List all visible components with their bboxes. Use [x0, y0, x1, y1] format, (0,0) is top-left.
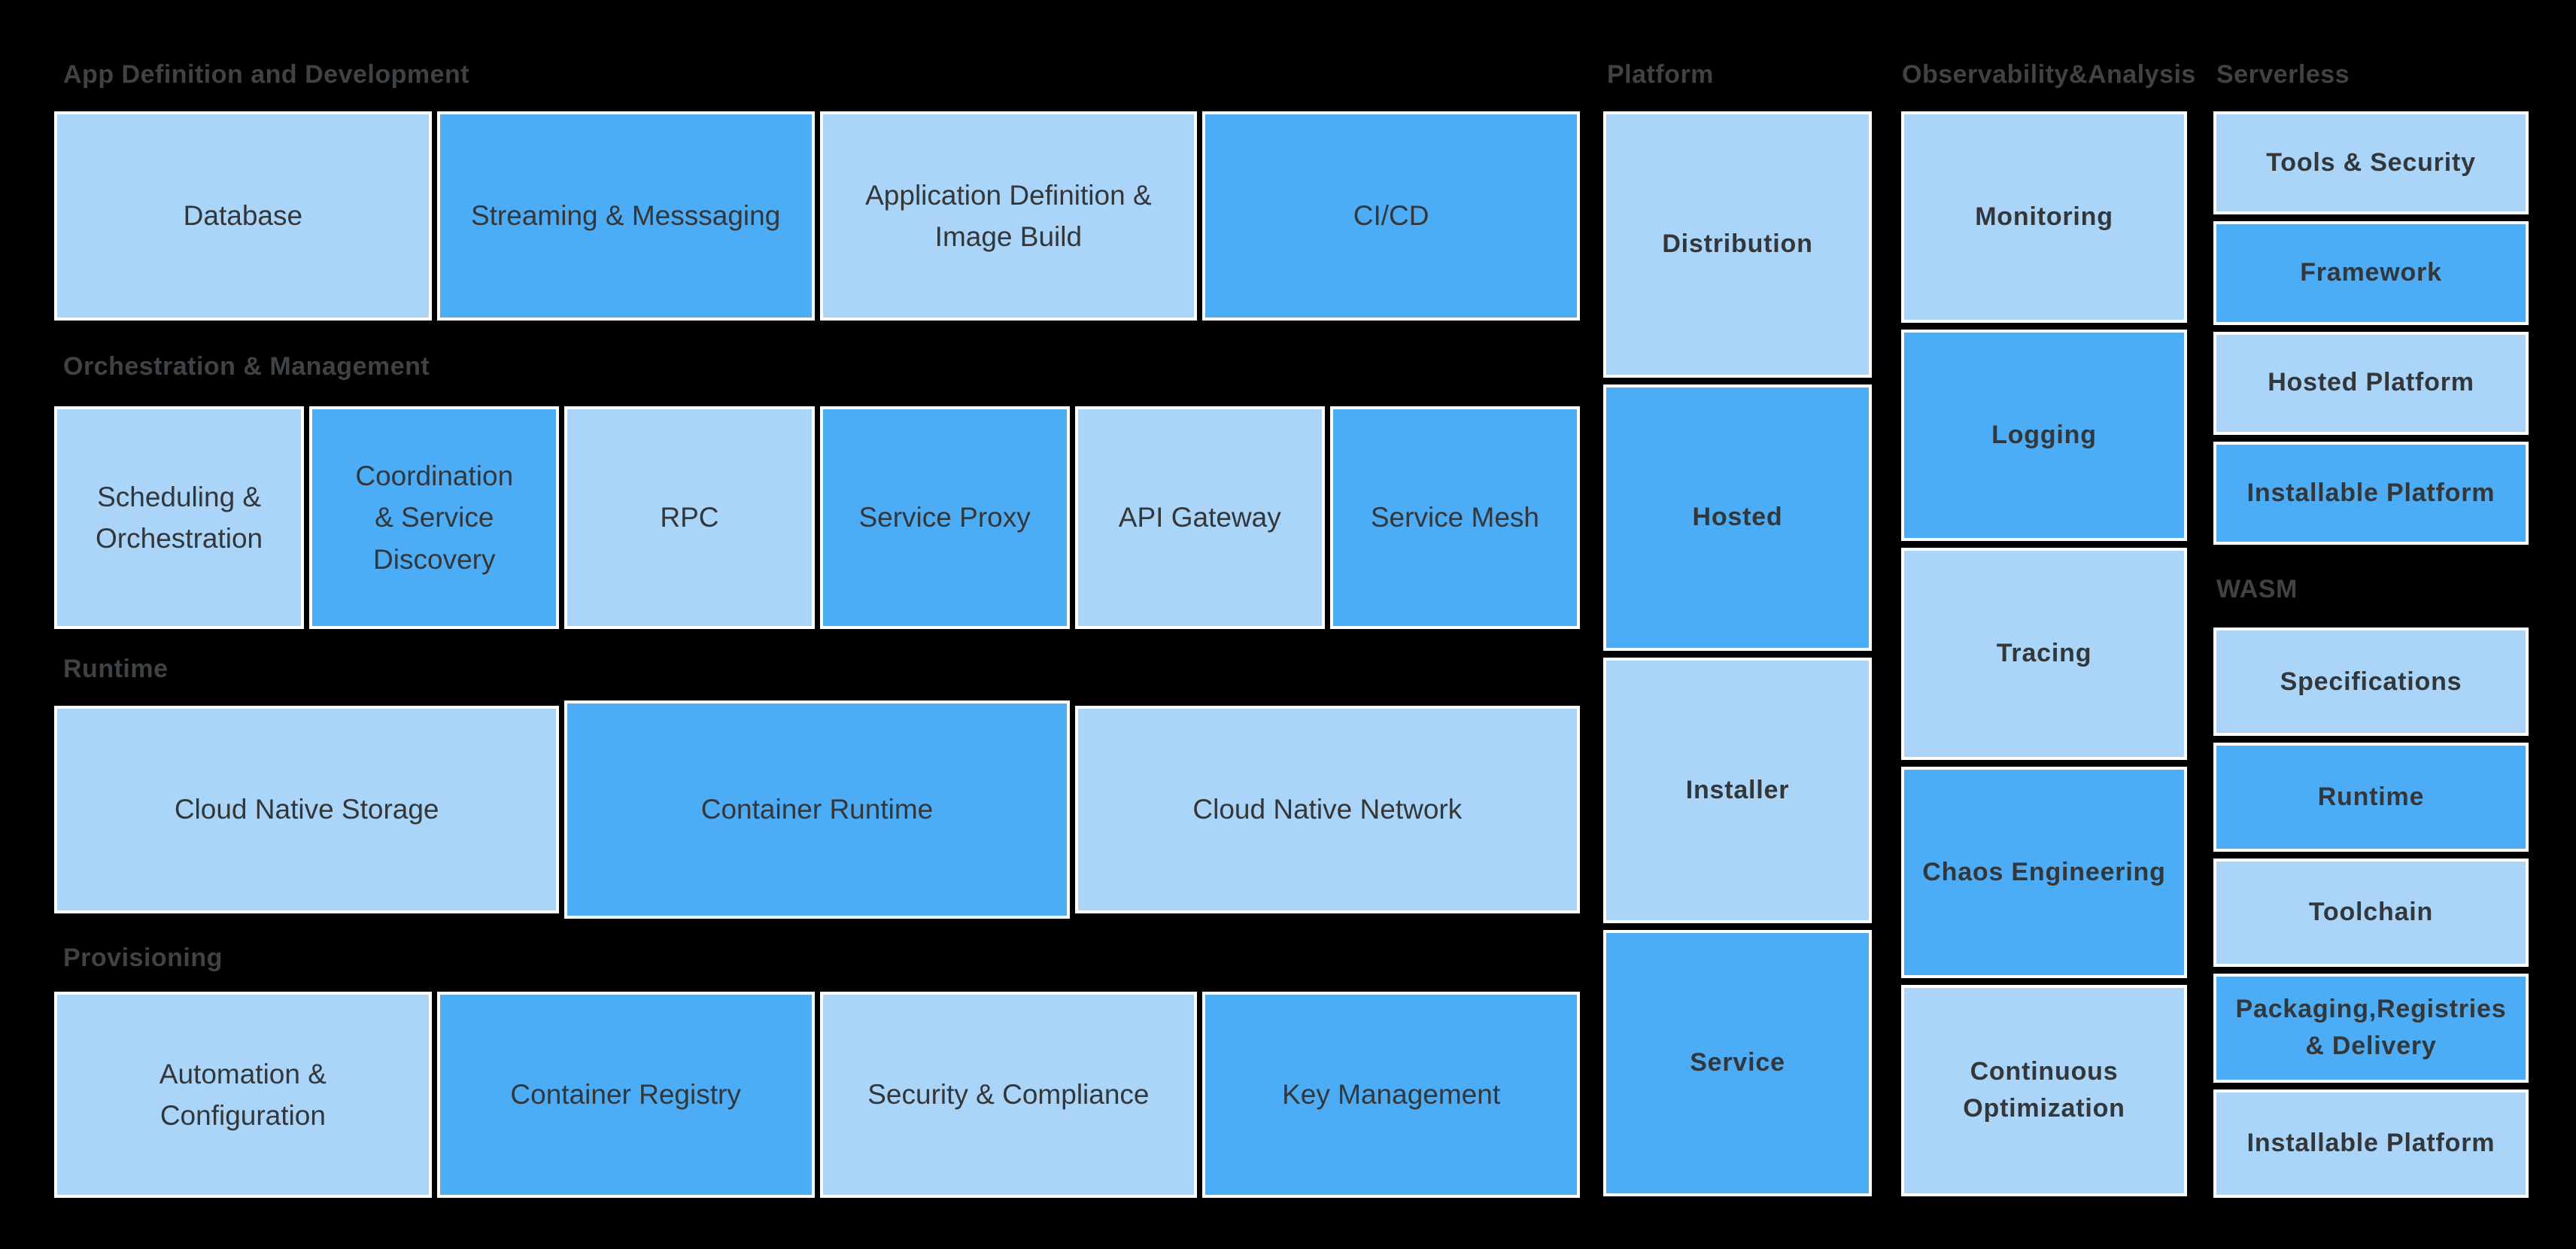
category-label: Toolchain — [2308, 898, 2434, 927]
category-label: Distribution — [1662, 229, 1813, 259]
column-observability-analysis: Monitoring Logging Tracing Chaos Enginee… — [1901, 111, 2187, 1197]
section-title-runtime: Runtime — [63, 655, 169, 683]
category-box-rpc: RPC — [564, 406, 815, 629]
category-box-chaos-engineering: Chaos Engineering — [1901, 766, 2187, 978]
category-box-service: Service — [1603, 930, 1872, 1196]
category-label: Service Mesh — [1370, 502, 1540, 533]
category-label: Service Proxy — [858, 502, 1031, 533]
category-box-service-mesh: Service Mesh — [1329, 406, 1581, 629]
category-label: Runtime — [2317, 782, 2425, 811]
category-label: Tools & Security — [2266, 147, 2476, 177]
category-box-packaging-registries-delivery: Packaging,Registries & Delivery — [2213, 974, 2529, 1083]
category-label: Automation & Configuration — [159, 1058, 327, 1132]
category-box-api-gateway: API Gateway — [1074, 406, 1325, 629]
category-label: Database — [183, 200, 303, 232]
section-title-orchestration-management: Orchestration & Management — [63, 352, 430, 381]
section-row-runtime: Cloud Native Storage Container Runtime C… — [54, 700, 1580, 919]
category-label: Service — [1690, 1048, 1785, 1077]
category-label: Specifications — [2280, 667, 2462, 696]
category-box-coordination-service-discovery: Coordination & Service Discovery — [309, 406, 560, 629]
category-box-wasm-runtime: Runtime — [2213, 743, 2529, 852]
section-row-provisioning: Automation & Configuration Container Reg… — [54, 992, 1580, 1198]
category-box-scheduling-orchestration: Scheduling & Orchestration — [54, 406, 305, 629]
category-label: RPC — [660, 502, 719, 533]
category-box-streaming-messaging: Streaming & Messsaging — [436, 111, 815, 321]
category-label: Container Runtime — [700, 794, 934, 825]
column-title-wasm: WASM — [2216, 575, 2298, 603]
column-serverless: Tools & Security Framework Hosted Platfo… — [2213, 111, 2529, 545]
category-box-installer: Installer — [1603, 657, 1872, 924]
category-box-toolchain: Toolchain — [2213, 858, 2529, 968]
category-box-hosted: Hosted — [1603, 384, 1872, 651]
section-row-app-definition: Database Streaming & Messsaging Applicat… — [54, 111, 1580, 321]
section-row-orchestration-management: Scheduling & Orchestration Coordination … — [54, 406, 1581, 629]
category-label: CI/CD — [1353, 200, 1429, 232]
category-label: Scheduling & Orchestration — [96, 481, 263, 555]
category-box-container-registry: Container Registry — [436, 992, 815, 1198]
section-title-provisioning: Provisioning — [63, 944, 223, 972]
category-box-tools-security: Tools & Security — [2213, 111, 2529, 215]
category-label: Installable Platform — [2246, 478, 2496, 507]
category-box-installable-platform-wasm: Installable Platform — [2213, 1089, 2529, 1199]
category-label: Monitoring — [1975, 202, 2113, 231]
category-box-application-definition-image-build: Application Definition & Image Build — [819, 111, 1198, 321]
section-title-app-definition-and-development: App Definition and Development — [63, 60, 470, 89]
category-box-cloud-native-network: Cloud Native Network — [1074, 706, 1580, 913]
category-box-installable-platform-serverless: Installable Platform — [2213, 441, 2529, 545]
column-platform: Distribution Hosted Installer Service — [1603, 111, 1872, 1196]
category-label: Hosted — [1692, 502, 1783, 531]
category-box-ci-cd: CI/CD — [1202, 111, 1580, 321]
category-label: Cloud Native Storage — [174, 794, 439, 825]
category-box-key-management: Key Management — [1202, 992, 1580, 1198]
category-label: Installer — [1685, 775, 1790, 804]
category-label: Chaos Engineering — [1922, 857, 2166, 886]
category-label: Framework — [2300, 258, 2442, 287]
column-title-serverless: Serverless — [2216, 60, 2350, 89]
category-label: Continuous Optimization — [1963, 1057, 2125, 1123]
category-box-automation-configuration: Automation & Configuration — [54, 992, 432, 1198]
category-label: Hosted Platform — [2268, 368, 2474, 397]
category-label: Key Management — [1282, 1079, 1501, 1111]
category-label: Logging — [1991, 421, 2097, 450]
column-title-observability-analysis: Observability&Analysis — [1902, 60, 2196, 89]
category-box-database: Database — [54, 111, 432, 321]
category-label: Tracing — [1996, 639, 2092, 668]
category-box-distribution: Distribution — [1603, 111, 1872, 378]
category-label: Packaging,Registries & Delivery — [2235, 995, 2507, 1061]
category-label: Application Definition & Image Build — [865, 179, 1152, 253]
category-label: Installable Platform — [2246, 1129, 2496, 1158]
category-box-service-proxy: Service Proxy — [819, 406, 1070, 629]
column-wasm: Specifications Runtime Toolchain Packagi… — [2213, 628, 2529, 1199]
category-box-hosted-platform: Hosted Platform — [2213, 331, 2529, 435]
category-label: API Gateway — [1118, 502, 1281, 533]
category-box-cloud-native-storage: Cloud Native Storage — [54, 706, 560, 913]
category-label: Coordination & Service Discovery — [355, 460, 514, 575]
category-box-monitoring: Monitoring — [1901, 111, 2187, 324]
category-box-logging: Logging — [1901, 330, 2187, 542]
category-box-continuous-optimization: Continuous Optimization — [1901, 984, 2187, 1197]
category-label: Streaming & Messsaging — [470, 200, 781, 232]
category-box-container-runtime: Container Runtime — [564, 700, 1070, 919]
category-label: Security & Compliance — [867, 1079, 1150, 1111]
category-label: Container Registry — [510, 1079, 741, 1111]
category-label: Cloud Native Network — [1192, 794, 1463, 825]
column-title-platform: Platform — [1607, 60, 1714, 89]
category-box-tracing: Tracing — [1901, 548, 2187, 760]
category-box-security-compliance: Security & Compliance — [819, 992, 1198, 1198]
category-box-framework: Framework — [2213, 221, 2529, 325]
category-box-specifications: Specifications — [2213, 628, 2529, 737]
